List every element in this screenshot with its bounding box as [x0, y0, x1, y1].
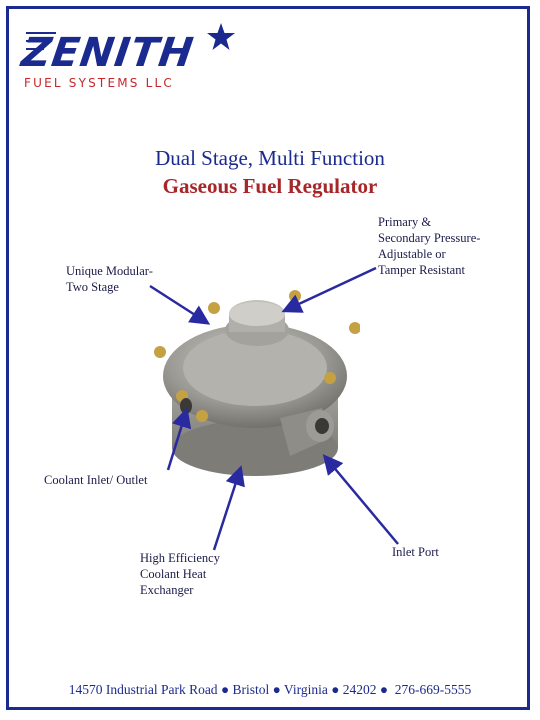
- footer-state: Virginia: [283, 682, 328, 697]
- company-logo: ZENITH FUEL SYSTEMS LLC: [18, 22, 235, 96]
- logo-stripe: [26, 48, 44, 50]
- regulator-image: [154, 290, 360, 476]
- label-coolant: Coolant Inlet/ Outlet: [44, 473, 148, 487]
- separator-icon: ●: [379, 682, 389, 697]
- footer-street: 14570 Industrial Park Road: [68, 682, 218, 697]
- star-icon: [207, 23, 235, 50]
- label-modular: Unique Modular- Two Stage: [66, 264, 153, 294]
- separator-icon: ●: [331, 682, 340, 697]
- page-title: Dual Stage, Multi Function: [155, 146, 385, 170]
- label-exchanger: High Efficiency Coolant Heat Exchanger: [140, 551, 220, 597]
- logo-stripe: [26, 32, 56, 34]
- page-subtitle: Gaseous Fuel Regulator: [162, 174, 378, 198]
- separator-icon: ●: [220, 682, 230, 697]
- label-inlet: Inlet Port: [392, 545, 439, 559]
- footer-address: 14570 Industrial Park Road ● Bristol ● V…: [0, 682, 540, 698]
- logo-wordmark: ZENITH: [18, 30, 197, 76]
- logo-stripe: [26, 40, 50, 42]
- label-pressure: Primary & Secondary Pressure- Adjustable…: [378, 215, 481, 277]
- page-border: [6, 6, 530, 710]
- separator-icon: ●: [272, 682, 281, 697]
- footer-phone: 276-669-5555: [394, 682, 472, 697]
- footer-zip: 24202: [342, 682, 377, 697]
- logo-subtitle: FUEL SYSTEMS LLC: [24, 76, 174, 90]
- footer-city: Bristol: [232, 682, 270, 697]
